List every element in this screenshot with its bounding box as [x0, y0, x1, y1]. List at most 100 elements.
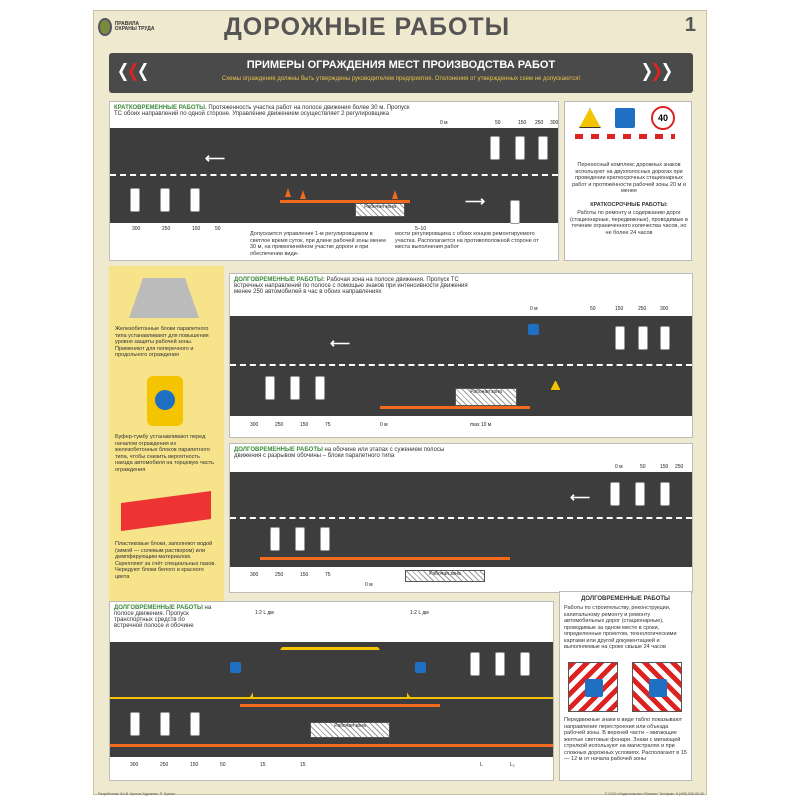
portable-barrier [575, 134, 675, 139]
sign-post [190, 188, 200, 212]
work-zone: Рабочая зона [355, 203, 405, 217]
arrow-board-down-icon [568, 662, 618, 712]
distance-label: 50 [640, 464, 646, 470]
fence [110, 744, 553, 747]
sign-post [510, 200, 520, 224]
buffer-barrel-icon [147, 376, 183, 426]
fence [280, 200, 410, 203]
distance-label: 300 [250, 572, 259, 578]
distance-label: max 10 м [470, 422, 492, 428]
arrow-board-diagonal-icon [632, 662, 682, 712]
distance-label: 250 [675, 464, 684, 470]
scheme-long-term-oncoming: ДОЛГОВРЕМЕННЫЕ РАБОТЫ на полосе движения… [109, 601, 554, 781]
distance-label: 0 м [615, 464, 623, 470]
distance-label: 0 м [530, 306, 538, 312]
info-2-title: ДОЛГОВРЕМЕННЫЕ РАБОТЫ [581, 596, 670, 602]
sign-post [160, 712, 170, 736]
sign-post [635, 482, 645, 506]
buffer-note: Буфер-тумбу устанавливают перед началом … [115, 434, 214, 473]
info-1-text2: Работы по ремонту и содержанию дорог (ст… [570, 210, 688, 236]
distance-label: 150 [190, 762, 199, 768]
sign-post [615, 326, 625, 350]
distance-label: 0 м [440, 120, 448, 126]
sign-post [295, 527, 305, 551]
distance-label: 15 [300, 762, 306, 768]
publisher-logo: ПРАВИЛА ОХРАНЫ ТРУДА [98, 15, 160, 39]
distance-label: 15 [260, 762, 266, 768]
keep-right-sign-icon [230, 662, 241, 673]
road-1: ⟵ ⟶ Рабочая зона [110, 128, 558, 224]
distance-label: 50 [215, 226, 221, 232]
sign-post [660, 326, 670, 350]
info-1-text: Переносный комплекс дорожных знаков испо… [572, 162, 686, 194]
blocks-note: Железобетонные блоки парапетного типа ус… [115, 326, 209, 358]
distance-label: L₂ [510, 762, 515, 768]
distance-label: 300 [132, 226, 141, 232]
sign-post [160, 188, 170, 212]
work-zone: Рабочая зона [455, 388, 517, 406]
detour-sign-icon [615, 108, 635, 128]
traffic-arrow-left-icon: ⟵ [570, 489, 591, 505]
distance-label: 250 [275, 572, 284, 578]
distance-label: 300 [250, 422, 259, 428]
road-4: Рабочая зона [110, 642, 553, 757]
page-title: ДОРОЖНЫЕ РАБОТЫ [224, 13, 511, 41]
scheme-long-term-shoulder: ДОЛГОВРЕМЕННЫЕ РАБОТЫ на обочине или эта… [229, 443, 693, 593]
work-zone: Рабочая зона [310, 722, 390, 738]
distance-label: 250 [638, 306, 647, 312]
sign-post [315, 376, 325, 400]
scheme-3-title: ДОЛГОВРЕМЕННЫЕ РАБОТЫ на обочине или эта… [234, 447, 445, 459]
lane-divider [110, 174, 558, 176]
sign-post [490, 136, 500, 160]
sign-post [130, 188, 140, 212]
distance-label: 0 м [380, 422, 388, 428]
distance-label: 50 [590, 306, 596, 312]
traffic-arrow-right-icon: ⟶ [465, 193, 486, 209]
page-number: 1 [684, 14, 696, 36]
info-2-text: Работы по строительству, реконструкции, … [564, 605, 677, 650]
speed-limit-sign: 40 [651, 106, 675, 130]
sign-post [190, 712, 200, 736]
safety-poster: ПРАВИЛА ОХРАНЫ ТРУДА ДОРОЖНЫЕ РАБОТЫ 1 П… [93, 10, 708, 796]
distance-label: 150 [300, 422, 309, 428]
sign-post [270, 527, 280, 551]
concrete-block-icon [129, 278, 199, 318]
section-banner: ПРИМЕРЫ ОГРАЖДЕНИЯ МЕСТ ПРОИЗВОДСТВА РАБ… [109, 53, 693, 93]
distance-label: 150 [660, 464, 669, 470]
sign-post [495, 652, 505, 676]
fence [380, 406, 530, 409]
warning-sign-icon [550, 380, 561, 391]
water-barrier-note: Пластиковые блоки, заполняют водой (зимо… [115, 541, 216, 580]
logo-text: ПРАВИЛА ОХРАНЫ ТРУДА [114, 20, 155, 32]
sign-post [610, 482, 620, 506]
road-3: ⟵ [230, 472, 692, 567]
distance-label: 150 [615, 306, 624, 312]
footer-credits: Разработчик: Вл.В. Кутлов Художник: П. К… [98, 792, 176, 796]
barrier-notes: Железобетонные блоки парапетного типа ус… [109, 266, 224, 611]
sign-post [265, 376, 275, 400]
info-long-term: ДОЛГОВРЕМЕННЫЕ РАБОТЫ Работы по строител… [559, 591, 692, 781]
work-zone: Рабочая зона [405, 570, 485, 582]
sign-post [538, 136, 548, 160]
cone-icon [300, 190, 306, 199]
traffic-arrow-left-icon: ⟵ [330, 335, 351, 351]
distance-label: L [480, 762, 483, 768]
distance-label: 300 [660, 306, 669, 312]
road-2: ⟵ Рабочая зона [230, 316, 692, 416]
banner-subtitle: Схемы ограждения должны быть утверждены … [221, 76, 581, 82]
distance-label: 250 [160, 762, 169, 768]
priority-sign-icon [528, 324, 539, 335]
distance-label: 300 [130, 762, 139, 768]
parapet-block-line [260, 557, 510, 560]
distance-label: 250 [162, 226, 171, 232]
cone-icon [285, 188, 291, 197]
scheme-2-title: ДОЛГОВРЕМЕННЫЕ РАБОТЫ: Рабочая зона на п… [234, 277, 468, 295]
road-works-sign-icon [579, 108, 601, 128]
scheme-long-term-lane: ДОЛГОВРЕМЕННЫЕ РАБОТЫ: Рабочая зона на п… [229, 273, 693, 438]
distance-label: 75 [325, 422, 331, 428]
poster-header: ПРАВИЛА ОХРАНЫ ТРУДА ДОРОЖНЫЕ РАБОТЫ 1 [94, 11, 708, 41]
distance-label: 0 м [365, 582, 373, 588]
sign-post [130, 712, 140, 736]
distance-label: 50 [220, 762, 226, 768]
distance-label: 5–10 [415, 226, 427, 232]
